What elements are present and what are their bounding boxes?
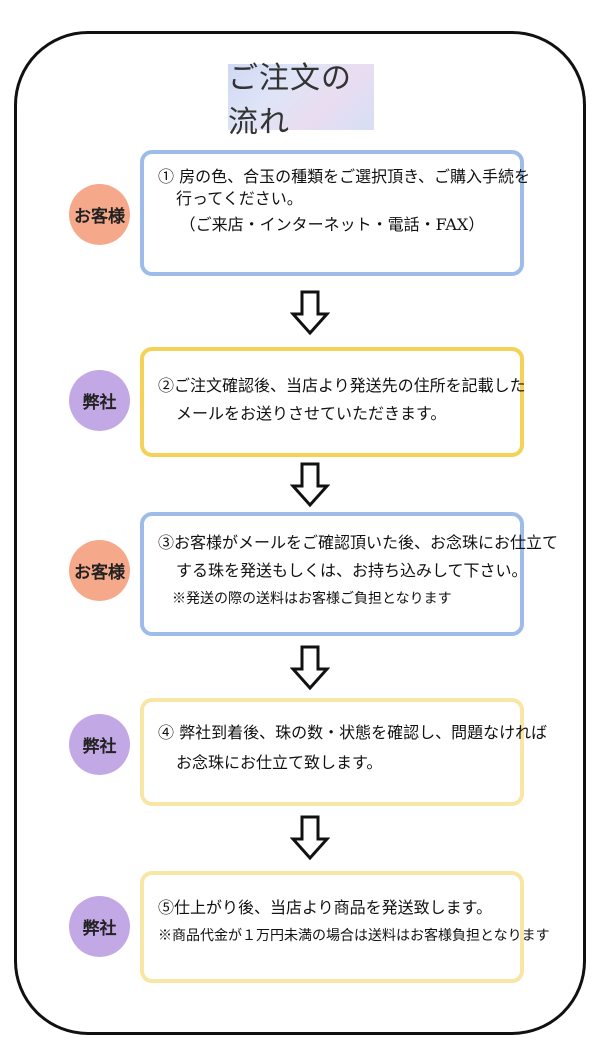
step-5-box: ⑤仕上がり後、当店より商品を発送致します。 ※商品代金が１万円未満の場合は送料は… [140, 871, 550, 983]
step-1-box: ① 房の色、合玉の種類をご選択頂き、ご購入手続を 行ってください。 （ご来店・イ… [140, 150, 530, 276]
step-2-line-2: メールをお送りさせていただきます。 [176, 404, 447, 423]
down-arrow-icon [290, 462, 330, 508]
step-1-line-2: 行ってください。 [176, 189, 303, 208]
step-2-box: ②ご注文確認後、当店より発送先の住所を記載した メールをお送りさせていただきます… [140, 347, 526, 457]
role-badge-customer: お客様 [69, 184, 130, 245]
step-1-line-1: ① 房の色、合玉の種類をご選択頂き、ご購入手続を [158, 167, 530, 186]
step-4-line-2: お念珠にお仕立て致します。 [176, 753, 383, 772]
step-3-line-2: する珠を発送もしくは、お持ち込みして下さい。 [176, 561, 528, 580]
step-3-note: ※発送の際の送料はお客様ご負担となります [172, 591, 452, 607]
step-4-line-1: ④ 弊社到着後、珠の数・状態を確認し、問題なければ [158, 723, 548, 742]
role-badge-customer: お客様 [69, 540, 130, 601]
step-5-line-1: ⑤仕上がり後、当店より商品を発送致します。 [158, 898, 493, 917]
step-5-note: ※商品代金が１万円未満の場合は送料はお客様負担となります [158, 928, 550, 944]
role-badge-company: 弊社 [69, 370, 130, 431]
role-badge-company: 弊社 [69, 896, 130, 957]
step-1-line-3: （ご来店・インターネット・電話・FAX） [179, 215, 485, 234]
step-2-line-1: ②ご注文確認後、当店より発送先の住所を記載した [158, 376, 526, 395]
page-title: ご注文の流れ [228, 61, 374, 140]
role-badge-company: 弊社 [69, 714, 130, 775]
step-3-line-1: ③お客様がメールをご確認頂いた後、お念珠にお仕立て [158, 533, 559, 552]
down-arrow-icon [290, 290, 330, 336]
down-arrow-icon [290, 815, 330, 861]
down-arrow-icon [290, 645, 330, 691]
step-4-box: ④ 弊社到着後、珠の数・状態を確認し、問題なければ お念珠にお仕立て致します。 [140, 698, 548, 806]
step-3-box: ③お客様がメールをご確認頂いた後、お念珠にお仕立て する珠を発送もしくは、お持ち… [140, 512, 559, 636]
